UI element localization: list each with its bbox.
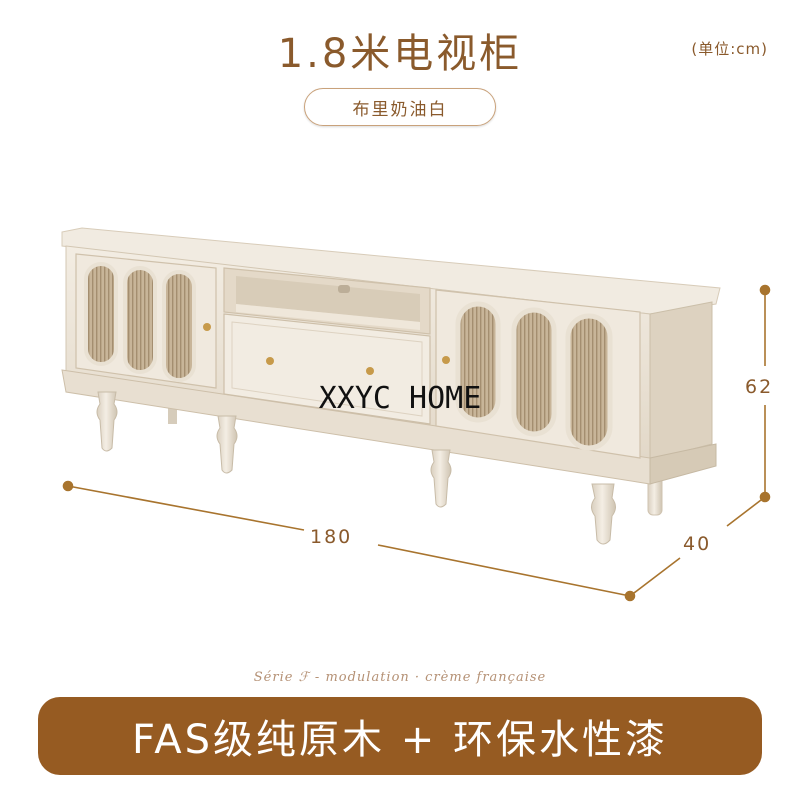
drawer [223, 313, 431, 425]
depth-line-bottom [629, 557, 681, 597]
right-glass-panels [455, 301, 613, 451]
watermark-text: XXYC HOME [318, 381, 482, 416]
height-value: 62 [745, 376, 774, 398]
front-leg-3 [430, 449, 452, 508]
front-leg-2 [216, 415, 238, 474]
left-glass-panels [84, 262, 196, 382]
right-door-knob [442, 356, 450, 364]
width-value: 180 [310, 526, 353, 548]
cabinet-top [61, 227, 721, 315]
dimension-lines [62, 284, 771, 602]
depth-line-top [726, 496, 766, 527]
cabinet-side [649, 301, 713, 461]
drawer-knob-right [366, 367, 374, 375]
width-start-dot [62, 480, 74, 492]
finish-badge: 布里奶油白 [304, 88, 496, 126]
unit-label: (单位:cm) [691, 40, 768, 58]
open-shelf [223, 267, 431, 335]
right-door [435, 289, 641, 459]
product-title: 1.8米电视柜 [277, 31, 523, 77]
material-banner-text: FAS级纯原木 + 环保水性漆 [131, 717, 669, 763]
front-leg-4 [591, 483, 616, 545]
material-banner: FAS级纯原木 + 环保水性漆 [38, 697, 762, 775]
width-line-right [377, 544, 631, 597]
front-legs [96, 391, 616, 545]
front-leg-1 [96, 391, 118, 452]
width-line-left [67, 485, 305, 531]
left-door-knob [203, 323, 211, 331]
depth-value: 40 [683, 533, 712, 555]
drawer-knob-left [266, 357, 274, 365]
series-tagline: Série ℱ - modulation · crème française [253, 670, 547, 685]
left-door [75, 253, 217, 389]
height-top-dot [759, 284, 771, 296]
